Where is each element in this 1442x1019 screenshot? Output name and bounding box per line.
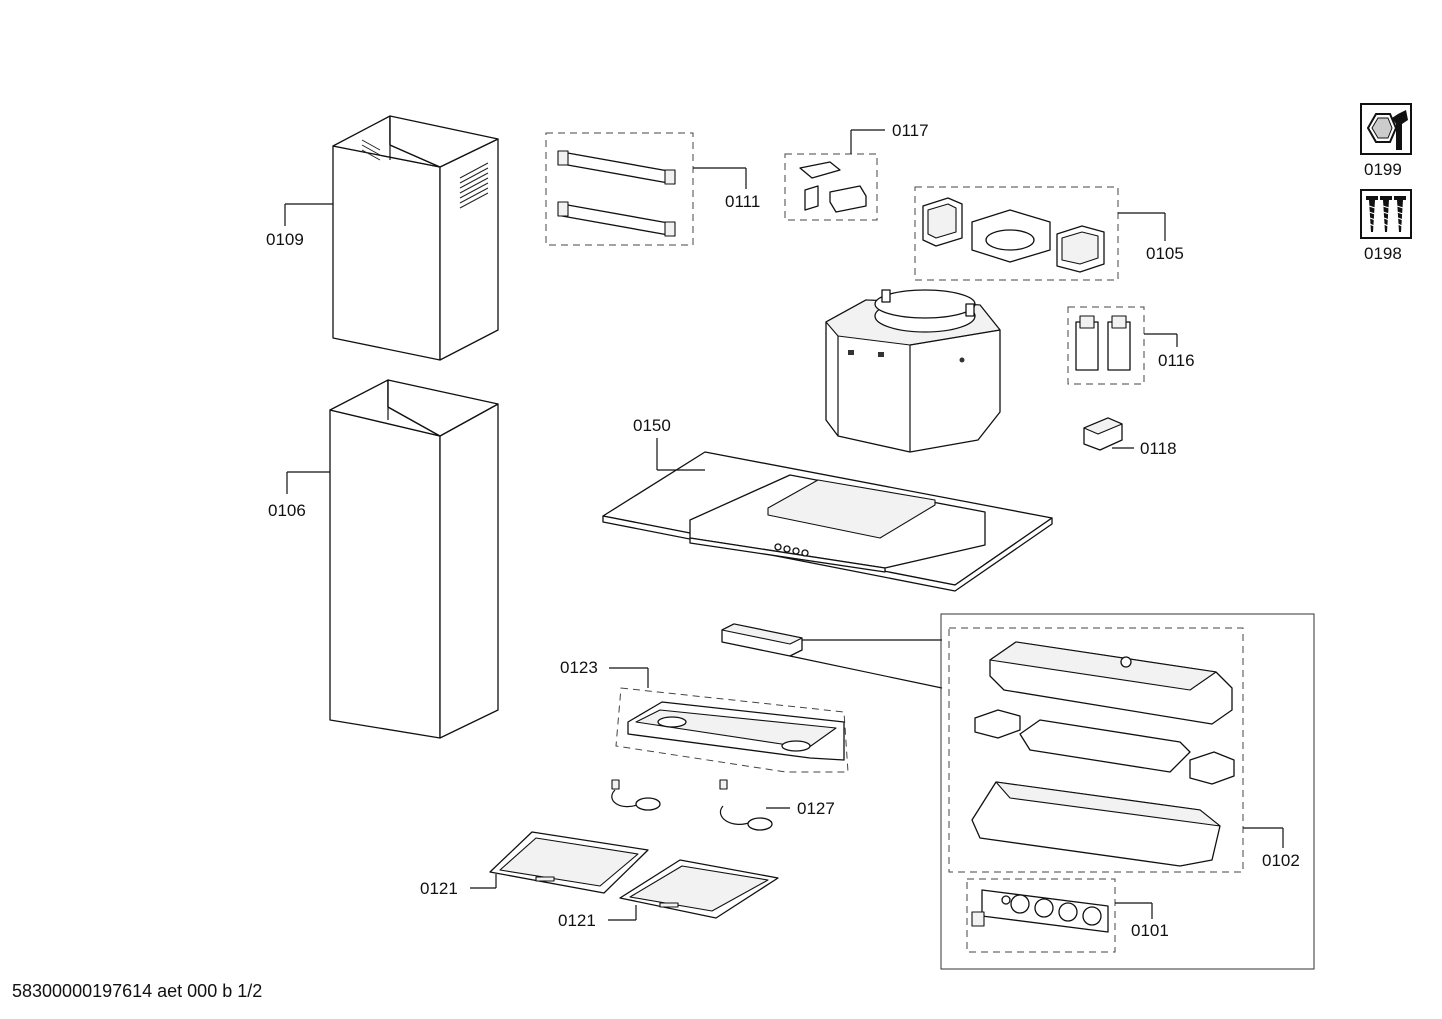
part-0105-duct-adapters xyxy=(914,186,1119,281)
label-0123: 0123 xyxy=(560,658,598,677)
part-0117-fittings xyxy=(784,153,878,221)
label-0105: 0105 xyxy=(1146,244,1184,263)
part-0109-upper-chimney xyxy=(332,115,499,361)
label-0150: 0150 xyxy=(633,416,671,435)
label-0116: 0116 xyxy=(1158,351,1195,370)
part-motor-housing xyxy=(825,289,1001,453)
label-0117: 0117 xyxy=(892,121,929,140)
document-footer-code: 58300000197614 aet 000 b 1/2 xyxy=(12,981,263,1001)
label-0199: 0199 xyxy=(1364,160,1402,179)
screws-icon xyxy=(1360,189,1412,239)
label-0101: 0101 xyxy=(1131,921,1169,940)
part-0150-canopy xyxy=(602,451,1053,592)
label-0198: 0198 xyxy=(1364,244,1402,263)
label-0106: 0106 xyxy=(268,501,306,520)
label-0111: 0111 xyxy=(725,192,760,211)
label-0127: 0127 xyxy=(797,799,835,818)
label-0102: 0102 xyxy=(1262,851,1300,870)
label-0109: 0109 xyxy=(266,230,304,249)
part-0118-block xyxy=(1083,417,1123,451)
part-0123-light-rail xyxy=(615,687,849,773)
label-0118: 0118 xyxy=(1140,439,1177,458)
part-0111-brackets xyxy=(545,132,694,246)
part-0127-lamps xyxy=(611,779,773,831)
part-0102-electronics-exploded xyxy=(948,627,1244,873)
label-0121-a: 0121 xyxy=(420,879,458,898)
label-0121-b: 0121 xyxy=(558,911,596,930)
tools-icon xyxy=(1360,103,1412,155)
part-0101-controls xyxy=(966,878,1116,953)
part-0121-filters xyxy=(489,831,779,919)
part-0102-electronics-small xyxy=(721,623,803,657)
part-0106-lower-chimney xyxy=(329,379,499,739)
part-0116-clips xyxy=(1067,306,1145,385)
